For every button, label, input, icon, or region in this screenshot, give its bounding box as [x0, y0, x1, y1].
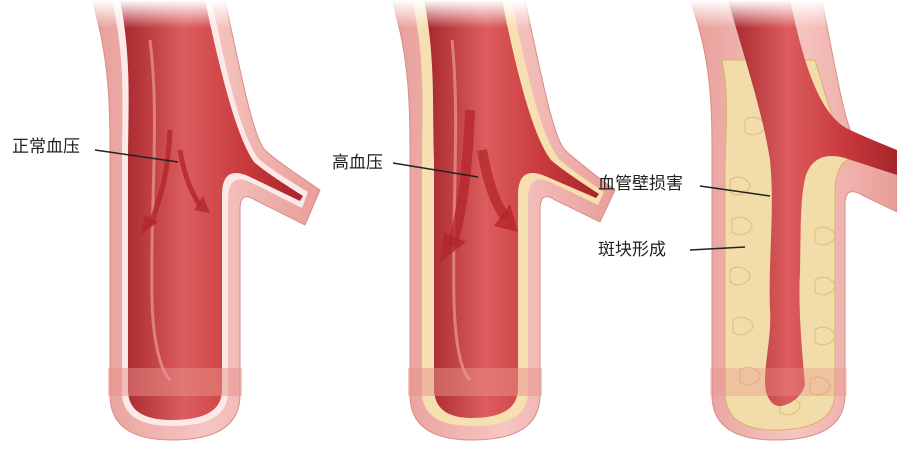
label-vessel-wall-damage: 血管壁损害 [598, 174, 683, 194]
label-high-bp: 高血压 [332, 153, 383, 173]
panel-damaged [690, 0, 897, 440]
panel-high [392, 0, 615, 440]
cross-section [408, 368, 542, 396]
label-normal-bp: 正常血压 [12, 137, 80, 157]
cross-section [710, 368, 847, 396]
cross-section [108, 368, 242, 396]
label-plaque-formation: 斑块形成 [598, 240, 666, 260]
top-fade [0, 0, 897, 28]
panel-normal [92, 0, 320, 440]
